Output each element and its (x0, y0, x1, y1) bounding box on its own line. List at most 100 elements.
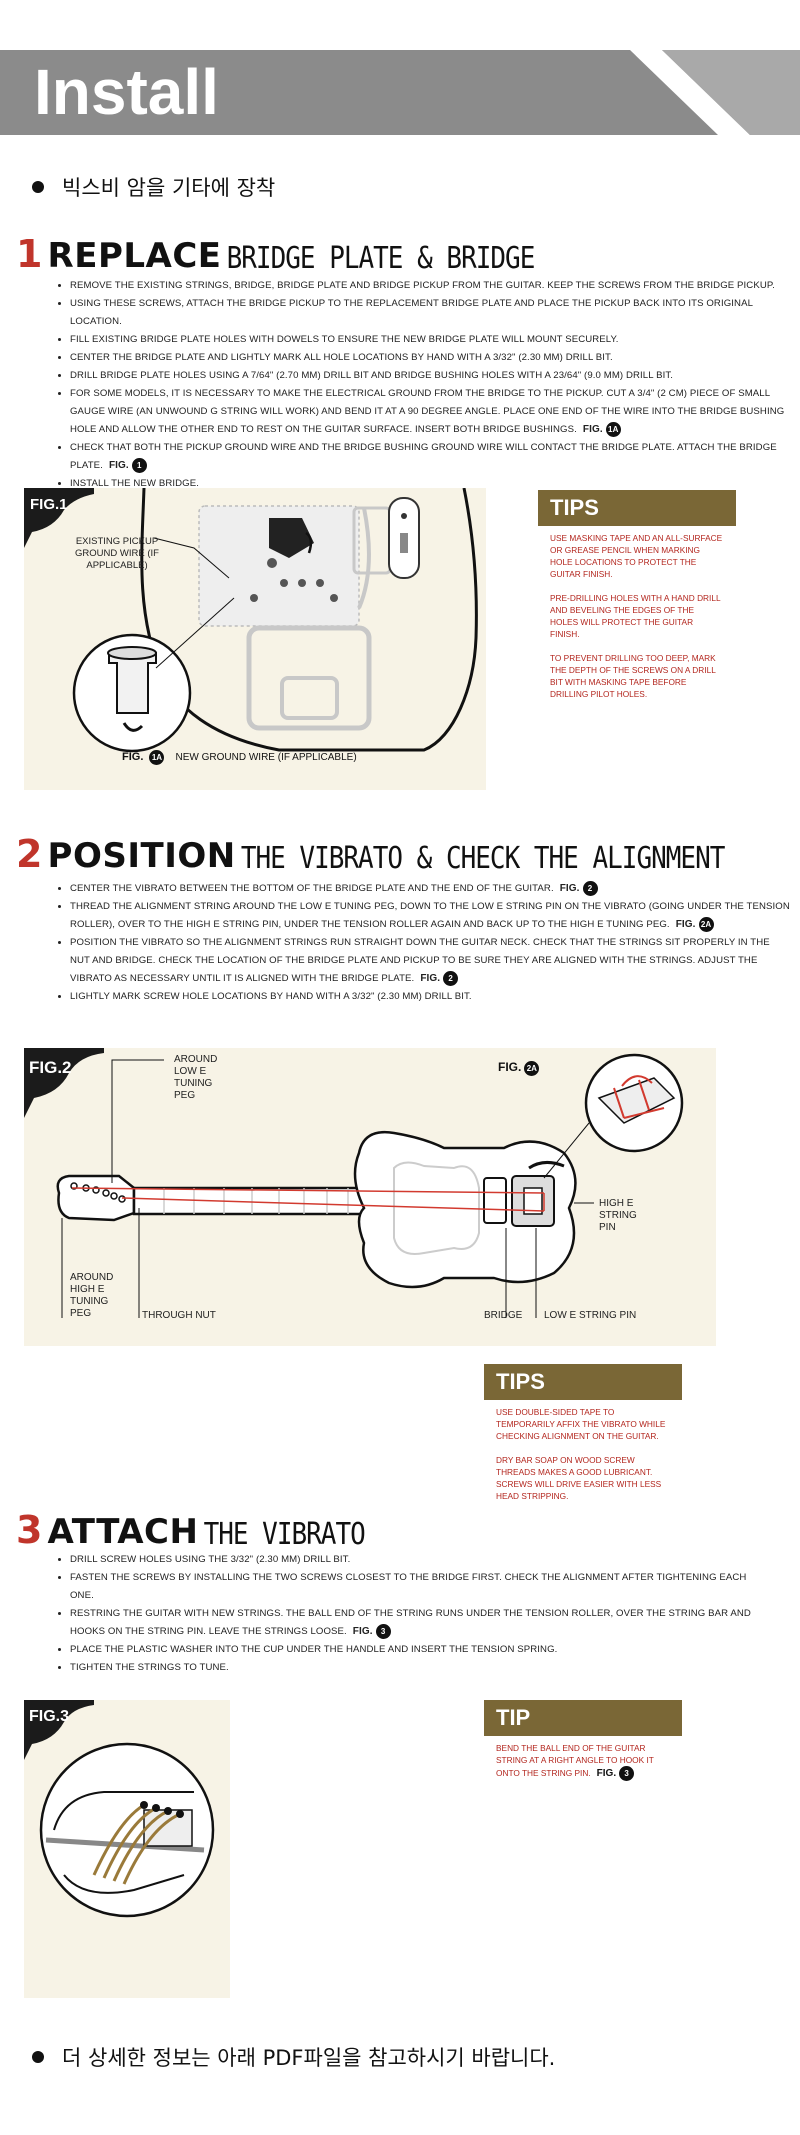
fig-ref: FIG.2 (420, 970, 459, 986)
fig2a-label: FIG. (498, 1060, 522, 1074)
fig-ref: FIG.3 (352, 1623, 391, 1639)
step2-item: Position the vibrato so the alignment st… (70, 934, 790, 988)
step2-title-rest: THE VIBRATO & CHECK THE ALIGNMENT (240, 841, 726, 877)
page-title: Install (34, 56, 219, 128)
fig-ref-label: FIG. (582, 424, 603, 435)
step2-item: Lightly mark screw hole locations by han… (70, 988, 790, 1006)
fig-ref: FIG.1 (108, 457, 147, 473)
step3-title-rest: THE VIBRATO (203, 1517, 366, 1553)
intro-bullet: 빅스비 암을 기타에 장착 (32, 172, 275, 202)
fig2a-ref: FIG.2A (498, 1060, 540, 1076)
fig-ref-number: 3 (375, 1623, 391, 1639)
fig2-panel: FIG.2 (24, 1048, 716, 1346)
tip-text: Pre-drilling holes with a hand drill and… (550, 593, 721, 639)
fig-ref: FIG.2 (559, 880, 598, 896)
step1-tips: TIPS Use masking tape and an all-surface… (538, 490, 736, 718)
install-banner: Install (0, 50, 800, 135)
fig-ref-label: FIG. (559, 883, 580, 894)
fig1-panel: FIG.1 EXISTING PICKUP GROUND WIRE (IF AP… (24, 488, 486, 790)
fig-ref-number: 2 (443, 970, 459, 986)
step3-number: 3 (16, 1508, 43, 1552)
step2-heading: 2 POSITION THE VIBRATO & CHECK THE ALIGN… (16, 832, 726, 877)
fig2a-badge: 2A (521, 1060, 540, 1076)
step1-heading: 1 REPLACE BRIDGE PLATE & BRIDGE (16, 232, 536, 277)
fig-ref: FIG.3 (596, 1766, 635, 1781)
step3-tip: TIP Bend the ball end of the guitar stri… (484, 1700, 682, 1799)
fig1-callout: EXISTING PICKUP GROUND WIRE (IF APPLICAB… (75, 536, 159, 571)
fig-ref-label: FIG. (596, 1768, 617, 1780)
step3-item-text: Restring the guitar with new strings. Th… (70, 1608, 751, 1637)
tip-text: Bend the ball end of the guitar string a… (496, 1742, 670, 1781)
step3-item: Fasten the screws by installing the two … (70, 1569, 770, 1605)
step2-item-text: Position the vibrato so the alignment st… (70, 937, 770, 984)
fig2-badge (24, 1048, 104, 1118)
step1-item-text: Check that both the pickup ground wire a… (70, 442, 777, 471)
fig-ref-number: 3 (619, 1766, 635, 1781)
bullet-dot (32, 2051, 44, 2063)
intro-text: 빅스비 암을 기타에 장착 (62, 176, 276, 200)
fig3-badge (24, 1700, 94, 1760)
tips-heading: TIPS (538, 490, 736, 526)
fig2-label: FIG.2 (29, 1058, 72, 1077)
fig-ref-label: FIG. (420, 973, 441, 984)
step1-list: Remove the existing strings, bridge, bri… (56, 277, 790, 493)
step3-item: Tighten the strings to tune. (70, 1659, 770, 1677)
step2-list: Center the vibrato between the bottom of… (56, 880, 790, 1006)
fig1a-badge: 1A (146, 750, 165, 765)
step2-title-strong: POSITION (47, 836, 236, 876)
step1-item: Install the new bridge. (70, 475, 790, 493)
fig1-label: FIG.1 (30, 496, 68, 513)
tip-body: Bend the ball end of the guitar string a… (484, 1736, 682, 1799)
step3-title-strong: ATTACH (47, 1512, 199, 1552)
tip-heading: TIP (484, 1700, 682, 1736)
step2-item-text: Thread the alignment string around the l… (70, 901, 790, 930)
label-around-high-e: AROUND HIGH E TUNING PEG (70, 1272, 114, 1319)
tip-text: Use masking tape and an all-surface or g… (550, 533, 723, 579)
step1-item: Check that both the pickup ground wire a… (70, 439, 790, 475)
fig-ref-label: FIG. (352, 1626, 373, 1637)
fig-ref-number: 1 (131, 457, 147, 473)
step1-item: Center the bridge plate and lightly mark… (70, 349, 790, 367)
footer-text: 더 상세한 정보는 아래 PDF파일을 참고하시기 바랍니다. (62, 2046, 556, 2070)
bullet-dot (32, 181, 44, 193)
tip-text: Dry bar soap on wood screw threads makes… (496, 1455, 662, 1501)
fig-ref-number: 2 (582, 880, 598, 896)
step1-item: Using these screws, attach the bridge pi… (70, 295, 790, 331)
label-through-nut: THROUGH NUT (142, 1310, 216, 1321)
fig1a-label: FIG. (122, 751, 144, 764)
fig3-string-pin-illustration (39, 1742, 215, 1918)
tips-body: Use double-sided tape to temporarily aff… (484, 1400, 682, 1520)
step1-item: For some models, it is necessary to make… (70, 385, 790, 439)
label-high-e-pin: HIGH E STRING PIN (599, 1198, 637, 1233)
fig-ref-number: 1A (605, 421, 621, 437)
label-bridge: BRIDGE (484, 1310, 523, 1321)
footer-bullet: 더 상세한 정보는 아래 PDF파일을 참고하시기 바랍니다. (32, 2042, 555, 2072)
step2-number: 2 (16, 832, 43, 876)
step1-item: Drill bridge plate holes using a 7/64" (… (70, 367, 790, 385)
step3-heading: 3 ATTACH THE VIBRATO (16, 1508, 366, 1553)
label-low-e-pin: LOW E STRING PIN (544, 1310, 637, 1321)
label-around-low-e: AROUND LOW E TUNING PEG (174, 1054, 218, 1101)
step1-item: Remove the existing strings, bridge, bri… (70, 277, 790, 295)
fig-ref-label: FIG. (675, 919, 696, 930)
fig-ref: FIG.1A (582, 421, 621, 437)
fig2-guitar-illustration (56, 1053, 684, 1318)
fig-ref-number: 2A (698, 916, 714, 932)
tips-heading: TIPS (484, 1364, 682, 1400)
fig-ref: FIG.2A (675, 916, 714, 932)
fig3-panel: FIG.3 (24, 1700, 230, 1998)
step2-item-text: Center the vibrato between the bottom of… (70, 883, 554, 894)
step1-item: Fill existing bridge plate holes with do… (70, 331, 790, 349)
step3-item: Place the plastic washer into the cup un… (70, 1641, 770, 1659)
step1-title-strong: REPLACE (47, 236, 222, 276)
fig2a-number: 2A (524, 1060, 540, 1076)
tips-body: Use masking tape and an all-surface or g… (538, 526, 736, 718)
step2-tips: TIPS Use double-sided tape to temporaril… (484, 1364, 682, 1520)
tip-text: Use double-sided tape to temporarily aff… (496, 1407, 666, 1441)
fig1a-caption: NEW GROUND WIRE (IF APPLICABLE) (175, 752, 357, 764)
step1-title-rest: BRIDGE PLATE & BRIDGE (226, 241, 536, 277)
tip-text-body: Bend the ball end of the guitar string a… (496, 1743, 654, 1779)
tip-text: To prevent drilling too deep, mark the d… (550, 653, 716, 699)
fig-ref-label: FIG. (108, 460, 129, 471)
step2-item: Center the vibrato between the bottom of… (70, 880, 790, 898)
